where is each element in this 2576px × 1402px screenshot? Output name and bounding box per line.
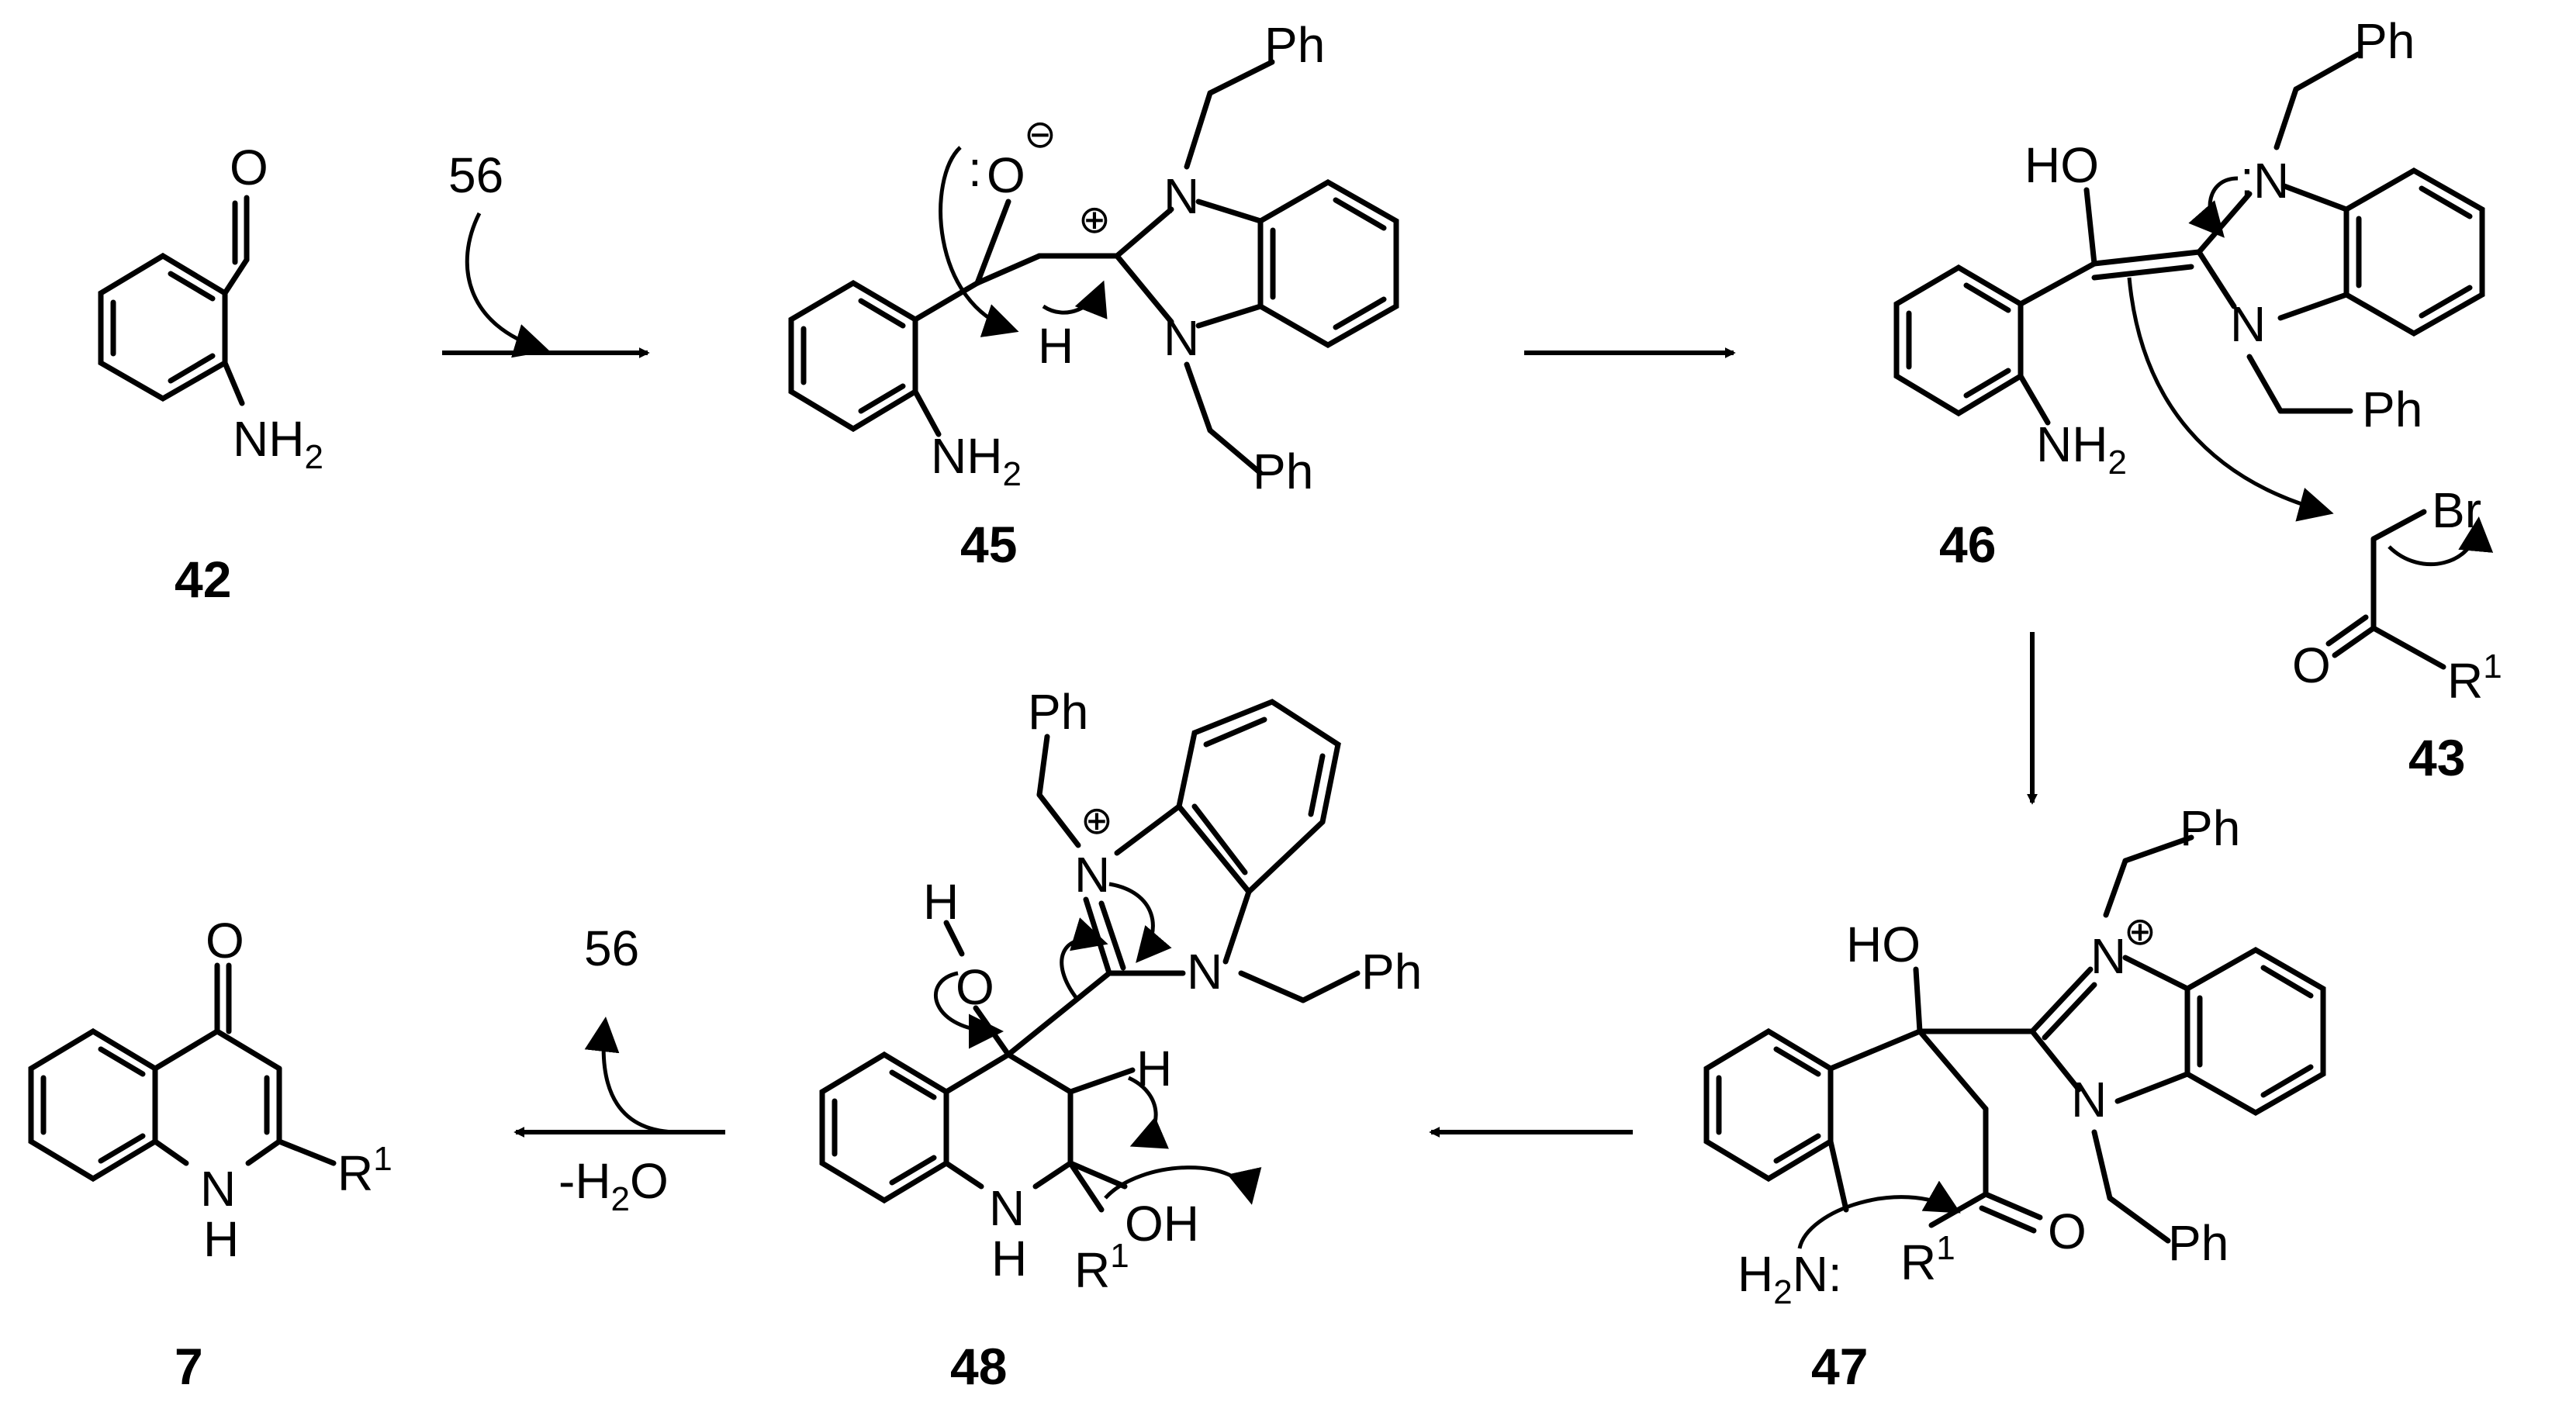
amine-label: NH2 (2036, 416, 2127, 482)
compound-number: 48 (950, 1338, 1007, 1395)
catalyst-curved-arrow (465, 212, 550, 358)
hydrogen-label: H (923, 874, 959, 930)
benzene-ring (98, 252, 228, 402)
compound-43: Br O R1 43 (2292, 482, 2502, 786)
hydroxyl-label: OH (1125, 1196, 1199, 1252)
catalyst-release-arrow (584, 1017, 679, 1134)
curved-arrow-N-lone-pair (2188, 176, 2239, 238)
R-group-label: R1 (1900, 1229, 1955, 1290)
hydrogen-label: H (1038, 318, 1074, 374)
phenyl-right-label: Ph (1361, 944, 1422, 1000)
NH-N-label: N (989, 1180, 1025, 1236)
nitrogen-bottom-label: N (2071, 1072, 2107, 1127)
benzene-ring (28, 1027, 158, 1183)
compound-47: HO O R1 H2N: N ⊕ N Ph P (1703, 800, 2326, 1395)
R-group-label: R1 (1074, 1237, 1129, 1298)
reaction-arrow-5: 56 -H2O (513, 920, 725, 1218)
aldehyde-oxygen-label: O (230, 140, 268, 195)
benzene-ring (788, 279, 918, 433)
benzene-ring (819, 1051, 949, 1204)
water-loss-label: -H2O (558, 1153, 669, 1218)
benzene-ring (1703, 1027, 1834, 1183)
catalyst-label: 56 (448, 147, 503, 203)
fused-benzene-ring (2184, 946, 2326, 1117)
NH-H-label: H (991, 1231, 1027, 1286)
nitrogen-top-label: N (1164, 168, 1199, 224)
nitrogen-bottom-label: N (1187, 944, 1222, 1000)
nitrogen-top-label: N (2090, 928, 2126, 984)
curved-arrow-N-lone-pair (1108, 882, 1172, 963)
negative-charge: ⊖ (1024, 112, 1056, 156)
curved-arrow-CH-bond (1042, 280, 1108, 319)
NH-N-label: N (200, 1161, 236, 1217)
compound-45: NH2 O : ⊖ H ⊕ N N Ph Ph 45 (788, 17, 1399, 573)
compound-number: 45 (960, 516, 1017, 573)
compound-number: 43 (2408, 729, 2465, 786)
nitrogen-bottom-label: N (2230, 296, 2266, 352)
phenyl-bottom-label: Ph (2362, 382, 2422, 437)
R-group-label: R1 (2447, 647, 2502, 709)
phenyl-top-label: Ph (2180, 800, 2240, 856)
curved-arrow-C-Br-bond (2388, 516, 2494, 566)
fused-benzene-ring (2343, 167, 2485, 337)
R-group-label: R1 (337, 1140, 392, 1201)
phenyl-bottom-label: Ph (2168, 1215, 2228, 1271)
fused-benzene-ring (1176, 699, 1341, 896)
fused-benzene-ring (1257, 178, 1399, 349)
NH-H-label: H (203, 1211, 239, 1267)
curved-arrow-OH-bond (934, 971, 1004, 1049)
compound-number: 42 (175, 551, 231, 608)
reaction-arrow-1: 56 (442, 147, 650, 358)
lone-pair: : (968, 141, 982, 197)
positive-charge: ⊕ (2124, 910, 2156, 953)
bromine-label: Br (2432, 482, 2481, 538)
positive-charge: ⊕ (1081, 799, 1113, 842)
amine-label: H2N: (1738, 1246, 1842, 1311)
tetrahydroquinoline-ring (943, 1052, 1074, 1190)
hydroxyl-label: HO (2024, 137, 2099, 193)
compound-48: N H R1 OH H O H N ⊕ N Ph (819, 684, 1422, 1395)
amine-label: NH2 (233, 411, 323, 476)
curved-arrow-N-attack (1797, 1180, 1961, 1249)
curved-arrow-enol-attack (2127, 277, 2334, 522)
aldehyde-bond (222, 257, 250, 296)
compound-7: O N H R1 7 (28, 913, 392, 1395)
phenyl-top-label: Ph (1264, 17, 1325, 73)
curved-arrow-O-lone-pair (939, 146, 1019, 337)
nitrogen-top-label: N (1074, 847, 1110, 903)
compound-number: 46 (1939, 516, 1996, 573)
phenyl-top-label: Ph (1028, 684, 1088, 740)
nitrogen-top-label: N (2253, 153, 2289, 209)
curved-arrow-CH-bond (1127, 1076, 1169, 1149)
compound-number: 7 (175, 1338, 203, 1395)
oxygen-label: O (956, 959, 994, 1015)
oxygen-label: O (2048, 1203, 2087, 1259)
amine-label: NH2 (931, 428, 1022, 493)
compound-42: O NH2 42 (98, 140, 323, 608)
curved-arrow-C-O-bond (1060, 917, 1108, 1002)
hydroxyl-label: HO (1846, 917, 1921, 972)
released-catalyst-label: 56 (584, 920, 639, 976)
nitrogen-bottom-label: N (1164, 310, 1199, 366)
oxygen-label: O (2292, 637, 2331, 693)
compound-46: NH2 HO : N N Ph Ph 46 (1893, 13, 2485, 573)
phenyl-top-label: Ph (2354, 13, 2415, 69)
pyridinone-ring (152, 1028, 282, 1166)
benzene-ring (1893, 264, 2024, 417)
imidazolium-ring (2029, 955, 2190, 1104)
oxygen-label: O (206, 913, 244, 969)
positive-charge: ⊕ (1078, 198, 1111, 241)
lone-pair: : (2240, 150, 2254, 206)
phenyl-bottom-label: Ph (1253, 444, 1313, 499)
compound-number: 47 (1811, 1338, 1868, 1395)
curved-arrow-OH-leaving (1104, 1165, 1262, 1205)
oxygen-label: O (987, 147, 1025, 203)
